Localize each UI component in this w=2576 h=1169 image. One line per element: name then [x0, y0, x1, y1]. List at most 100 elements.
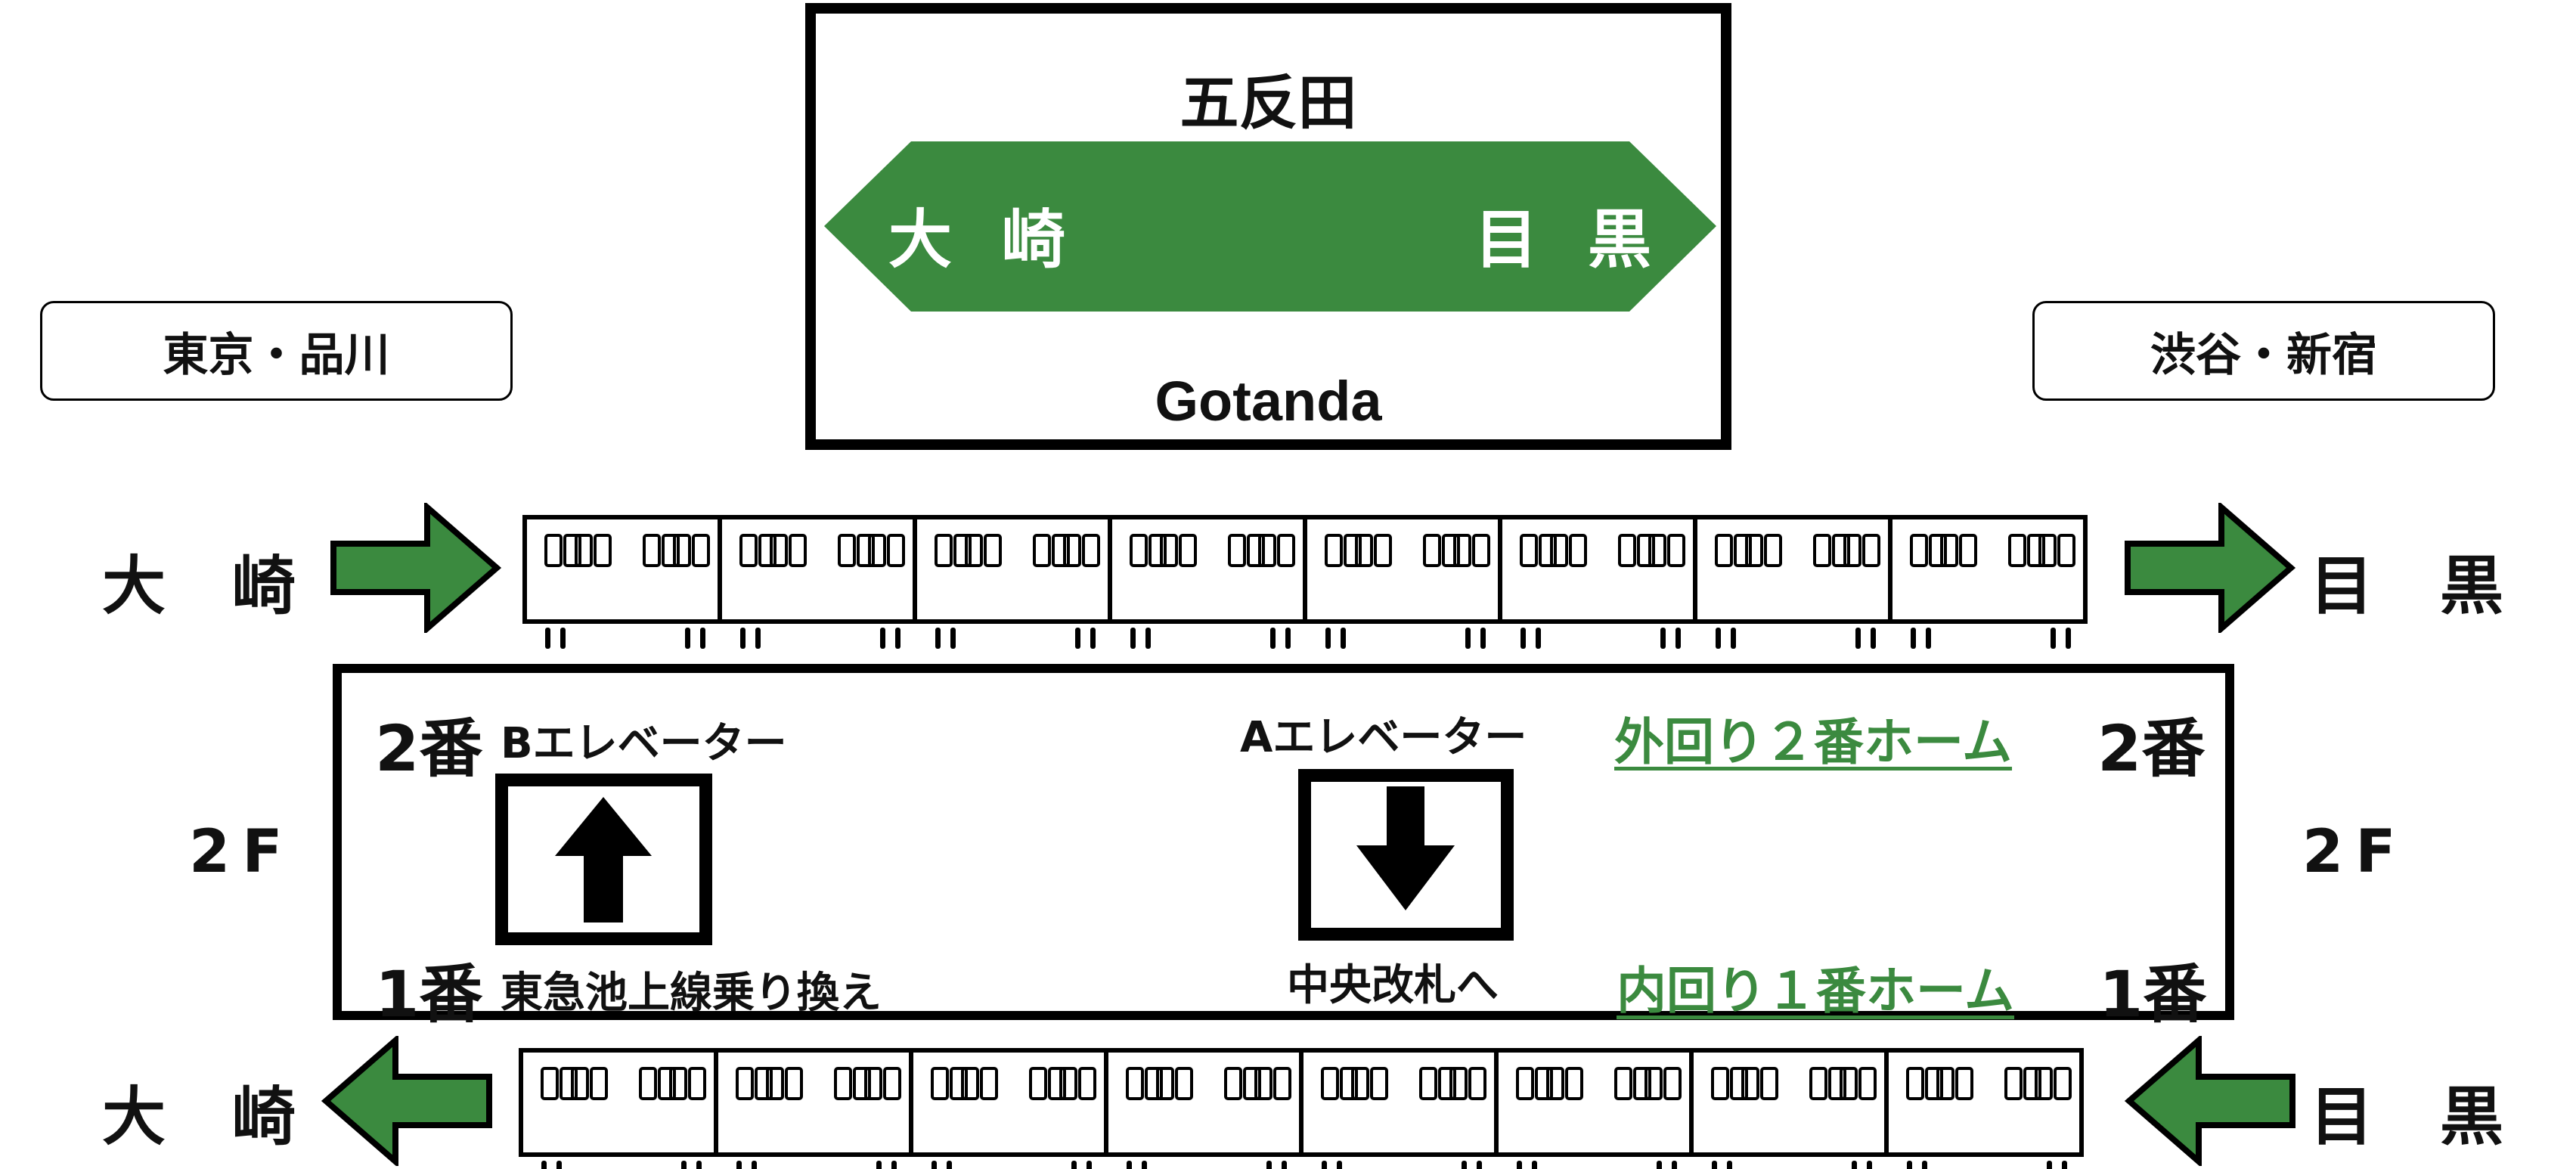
- train-wheel: [1922, 1161, 1927, 1169]
- train-window: [931, 1067, 949, 1100]
- train-wheel: [1657, 1161, 1662, 1169]
- train-window: [1711, 1067, 1729, 1100]
- train-top: [522, 515, 2088, 649]
- train-window: [563, 534, 581, 567]
- train-car: [1689, 1048, 1889, 1157]
- bottom-right-station-label: 目黒: [2310, 1080, 2571, 1154]
- train-window: [1149, 534, 1167, 567]
- train-window: [1730, 1067, 1748, 1100]
- train-wheel: [2062, 1161, 2067, 1169]
- train-window: [1663, 1067, 1682, 1100]
- train-car: [522, 515, 722, 624]
- elevator-a-label: Aエレベーター: [1240, 713, 1527, 762]
- train-window: [736, 1067, 754, 1100]
- train-window: [1340, 1067, 1358, 1100]
- train-car: [913, 515, 1112, 624]
- train-window: [1243, 1067, 1261, 1100]
- train-window: [2008, 534, 2026, 567]
- train-wheel: [1087, 1161, 1092, 1169]
- train-wheel: [2047, 1161, 2052, 1169]
- train-window: [1468, 1067, 1486, 1100]
- train-window: [571, 1067, 589, 1100]
- top-right-station-label: 目黒: [2310, 549, 2571, 623]
- train-window: [594, 534, 612, 567]
- inner-loop-platform-link[interactable]: 内回り１番ホーム: [1617, 962, 2015, 1020]
- train-car: [1884, 1048, 2084, 1157]
- track2-left-label: 2番: [375, 712, 483, 786]
- train-window: [1254, 1067, 1273, 1100]
- train-window: [1813, 534, 1831, 567]
- train-window: [2057, 534, 2075, 567]
- train-window: [1925, 1067, 1943, 1100]
- train-window: [1048, 1067, 1066, 1100]
- train-window: [590, 1067, 608, 1100]
- train-window: [1029, 1067, 1047, 1100]
- arrow-down-icon: [1356, 786, 1455, 910]
- train-window: [1321, 1067, 1339, 1100]
- train-window: [2035, 1067, 2053, 1100]
- train-window: [984, 534, 1002, 567]
- train-window: [1618, 534, 1636, 567]
- train-window: [1355, 534, 1373, 567]
- arrow-left-icon: [321, 1036, 492, 1166]
- train-car: [1303, 515, 1502, 624]
- train-wheel: [880, 628, 885, 649]
- train-wheel: [700, 628, 705, 649]
- train-window: [2038, 534, 2057, 567]
- outer-loop-platform-link[interactable]: 外回り２番ホーム: [1614, 713, 2013, 771]
- train-window: [1247, 534, 1265, 567]
- train-car: [1494, 1048, 1694, 1157]
- train-window: [1667, 534, 1685, 567]
- train-window: [1862, 534, 1880, 567]
- train-window: [1160, 534, 1178, 567]
- train-car: [519, 1048, 718, 1157]
- train-window: [883, 1067, 901, 1100]
- train-car: [1108, 515, 1307, 624]
- station-name-en: Gotanda: [1155, 370, 1382, 433]
- train-window: [1472, 534, 1490, 567]
- sign-prev-station: 大崎: [888, 203, 1116, 277]
- train-window: [739, 534, 758, 567]
- train-window: [1052, 534, 1070, 567]
- train-window: [1929, 534, 1947, 567]
- train-window: [770, 534, 788, 567]
- train-wheel: [1142, 1161, 1147, 1169]
- train-window: [1351, 1067, 1369, 1100]
- train-car: [1888, 515, 2088, 624]
- train-window: [853, 1067, 871, 1100]
- train-wheel: [950, 628, 956, 649]
- train-window: [1126, 1067, 1144, 1100]
- platform: 2番 Bエレベーター Aエレベーター 外回り２番ホーム 2番 1番 東急池上線乗…: [333, 664, 2234, 1031]
- top-left-station-label: 大崎: [102, 549, 363, 623]
- train-wheel: [740, 628, 746, 649]
- train-window: [1734, 534, 1752, 567]
- train-window: [1955, 1067, 1973, 1100]
- arrow-right-icon: [2125, 503, 2296, 633]
- train-window: [688, 1067, 706, 1100]
- train-window: [864, 1067, 882, 1100]
- train-wheel: [1322, 1161, 1327, 1169]
- train-window: [1715, 534, 1733, 567]
- direction-band-shape: [824, 141, 1716, 312]
- train-wheel: [1852, 1161, 1857, 1169]
- train-window: [1539, 534, 1557, 567]
- train-window: [950, 1067, 968, 1100]
- train-window: [1059, 1067, 1077, 1100]
- train-wheel: [891, 1161, 897, 1169]
- train-window: [1633, 1067, 1651, 1100]
- train-wheel: [1270, 628, 1276, 649]
- train-wheel: [1926, 628, 1931, 649]
- train-window: [1644, 1067, 1663, 1100]
- train-window: [1565, 1067, 1583, 1100]
- train-wheel: [1727, 1161, 1732, 1169]
- train-wheel: [755, 628, 761, 649]
- train-window: [1130, 534, 1148, 567]
- train-wheel: [736, 1161, 742, 1169]
- train-car: [1104, 1048, 1303, 1157]
- train-window: [758, 534, 777, 567]
- train-window: [2004, 1067, 2023, 1100]
- train-wheel: [1716, 628, 1721, 649]
- train-window: [1741, 1067, 1759, 1100]
- train-window: [658, 1067, 676, 1100]
- train-wheel: [1867, 1161, 1872, 1169]
